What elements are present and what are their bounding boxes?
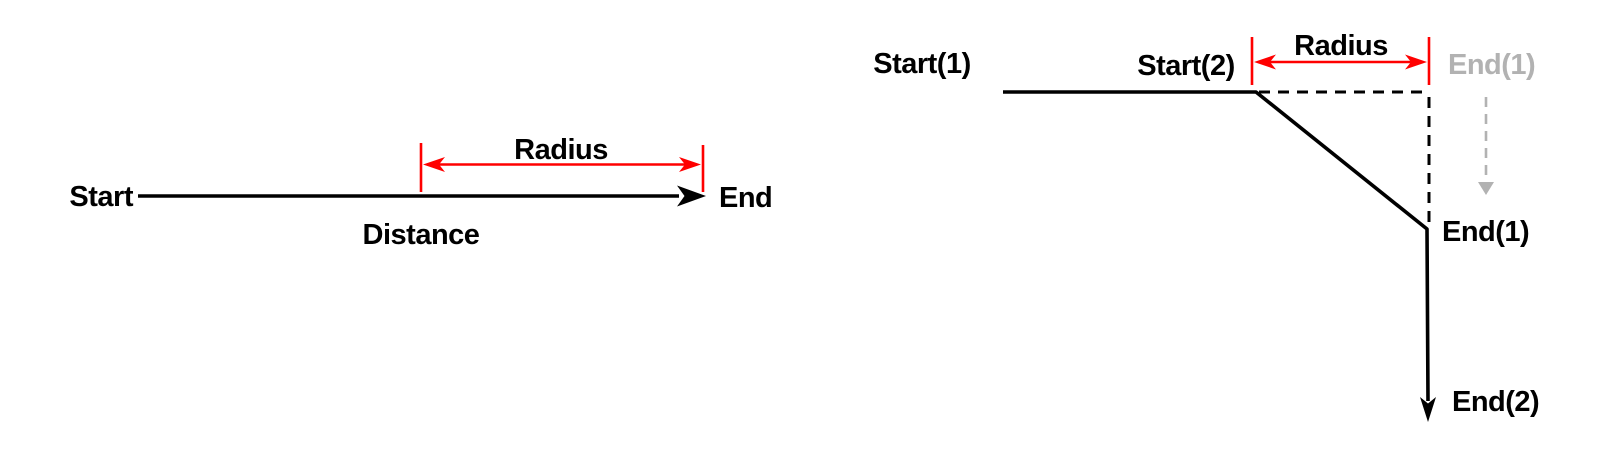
turn-path-line [1003,90,1430,402]
end1-projection-arrowhead-icon [1478,182,1494,195]
end-label: End [719,182,772,214]
distance-label: Distance [363,219,480,251]
start2-label: Start(2) [1137,50,1235,82]
radius-dimension-arrowhead-right-icon [679,157,701,172]
turn-radius-label: Radius [1294,30,1388,62]
end2-label: End(2) [1452,386,1539,418]
start1-label: Start(1) [873,48,971,80]
turn-diagram: Start(1) Start(2) Radius End(1) End(1) E… [873,30,1540,422]
radius-dimension-arrowhead-left-icon [423,157,445,172]
radius-label: Radius [514,134,608,166]
turn-radius-arrowhead-right-icon [1405,54,1427,70]
start-label: Start [69,181,133,213]
distance-arrowhead-icon [677,185,706,207]
end1-projected-label: End(1) [1448,49,1535,81]
end1-label: End(1) [1442,216,1529,248]
turn-path-arrowhead-icon [1420,397,1436,422]
turn-radius-arrowhead-left-icon [1254,54,1276,70]
distance-diagram: Start End Radius Distance [69,134,772,251]
